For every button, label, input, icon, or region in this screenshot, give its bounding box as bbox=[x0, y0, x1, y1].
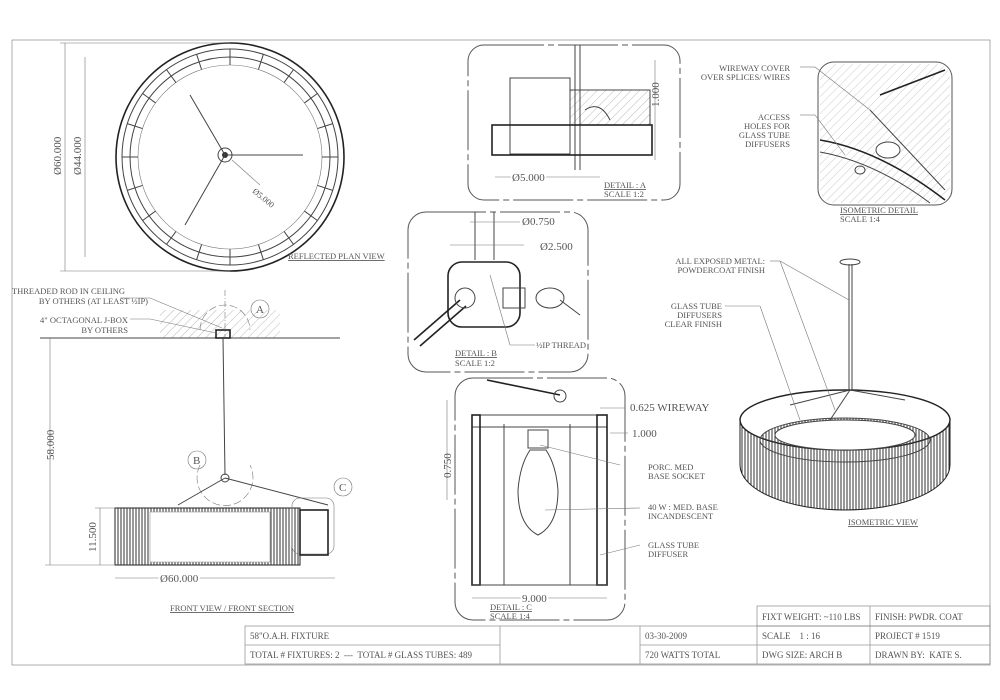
note-metal-2: POWDERCOAT FINISH bbox=[678, 265, 765, 275]
note-jbox-1: 4" OCTAGONAL J-BOX bbox=[40, 315, 128, 325]
fixture-name: 58"O.A.H. FIXTURE bbox=[250, 631, 330, 641]
callout-b: B bbox=[193, 455, 200, 467]
note-access-2: HOLES FOR bbox=[744, 121, 790, 131]
plan-rib bbox=[142, 93, 156, 104]
note-wireway-1: WIREWAY COVER bbox=[719, 63, 790, 73]
plan-rib bbox=[257, 244, 264, 260]
note-access-3: GLASS TUBE bbox=[739, 130, 790, 140]
front-view: A THREADED ROD IN CEILING BY OTHERS (AT … bbox=[12, 286, 353, 613]
callout-c: C bbox=[339, 482, 346, 494]
plan-rib bbox=[304, 210, 318, 221]
plan-rib bbox=[257, 54, 264, 70]
note-wireway-2: OVER SPLICES/ WIRES bbox=[701, 72, 790, 82]
note-socket-2: BASE SOCKET bbox=[648, 471, 706, 481]
plan-hub-dim: Ø5.000 bbox=[251, 186, 277, 210]
plan-rib bbox=[196, 54, 203, 70]
iso-detail-title: ISOMETRIC DETAIL bbox=[840, 205, 918, 215]
fixture-weight: FIXT WEIGHT: ~110 LBS bbox=[762, 612, 861, 622]
note-lamp-1: 40 W : MED. BASE bbox=[648, 502, 718, 512]
detail-a-title: DETAIL : A bbox=[604, 180, 647, 190]
note-access-4: DIFFUSERS bbox=[745, 139, 790, 149]
iso-view-title: ISOMETRIC VIEW bbox=[848, 517, 918, 527]
plan-rib bbox=[283, 69, 294, 83]
front-drum-dim: 11.500 bbox=[87, 522, 99, 552]
note-socket-1: PORC. MED bbox=[648, 462, 693, 472]
note-glass-1: GLASS TUBE bbox=[648, 540, 699, 550]
plan-inner-dim: Ø44.000 bbox=[72, 136, 84, 175]
note-lamp-2: INCANDESCENT bbox=[648, 511, 714, 521]
date: 03-30-2009 bbox=[645, 631, 687, 641]
note-iso-glass-2: DIFFUSERS bbox=[677, 310, 722, 320]
front-width-dim: Ø60.000 bbox=[160, 573, 199, 585]
note-iso-glass-1: GLASS TUBE bbox=[671, 301, 722, 311]
iso-detail-scale: SCALE 1:4 bbox=[840, 214, 881, 224]
detail-b-rod-dim: Ø0.750 bbox=[522, 216, 555, 228]
plan-rib bbox=[127, 184, 143, 191]
front-height-dim: 58.000 bbox=[45, 429, 57, 460]
scale: SCALE 1 : 16 bbox=[762, 631, 821, 641]
detail-a-dia-dim: Ø5.000 bbox=[512, 172, 545, 184]
detail-b-hub-dim: Ø2.500 bbox=[540, 241, 573, 253]
detail-b-thread-note: ½IP THREAD bbox=[536, 340, 586, 350]
plan-rib bbox=[142, 210, 156, 221]
note-metal-1: ALL EXPOSED METAL: bbox=[675, 256, 765, 266]
drawn-by: DRAWN BY: KATE S. bbox=[875, 650, 962, 660]
detail-c-scale: SCALE 1:4 bbox=[490, 611, 531, 621]
plan-rib bbox=[317, 184, 333, 191]
plan-view-title: REFLECTED PLAN VIEW bbox=[288, 251, 385, 261]
note-glass-2: DIFFUSER bbox=[648, 549, 688, 559]
detail-a: 1.000 Ø5.000 DETAIL : A SCALE 1:2 bbox=[467, 44, 681, 201]
detail-c-wireway-dim: 0.625 WIREWAY bbox=[630, 402, 710, 414]
front-view-title: FRONT VIEW / FRONT SECTION bbox=[170, 603, 294, 613]
detail-a-height-dim: 1.000 bbox=[650, 82, 662, 107]
plan-outer-dim: Ø60.000 bbox=[52, 136, 64, 175]
detail-a-scale: SCALE 1:2 bbox=[604, 189, 644, 199]
plan-rib bbox=[166, 69, 177, 83]
note-rod-2: BY OTHERS (AT LEAST ½IP) bbox=[39, 296, 148, 306]
title-block: FIXT WEIGHT: ~110 LBS FINISH: PWDR. COAT… bbox=[244, 605, 991, 665]
isometric-detail: WIREWAY COVER OVER SPLICES/ WIRES ACCESS… bbox=[701, 61, 953, 224]
plan-rib bbox=[304, 93, 318, 104]
detail-c: 0.625 WIREWAY 1.000 0.750 PORC. MED BASE… bbox=[442, 377, 718, 621]
note-iso-glass-3: CLEAR FINISH bbox=[665, 319, 722, 329]
plan-rib bbox=[166, 231, 177, 245]
detail-b-title: DETAIL : B bbox=[455, 348, 497, 358]
finish: FINISH: PWDR. COAT bbox=[875, 612, 963, 622]
detail-b-scale: SCALE 1:2 bbox=[455, 358, 495, 368]
note-rod-1: THREADED ROD IN CEILING bbox=[12, 286, 125, 296]
isometric-view: ALL EXPOSED METAL: POWDERCOAT FINISH GLA… bbox=[665, 256, 951, 527]
project-number: PROJECT # 1519 bbox=[875, 631, 940, 641]
totals: TOTAL # FIXTURES: 2 --- TOTAL # GLASS TU… bbox=[250, 650, 472, 660]
callout-a: A bbox=[256, 304, 264, 316]
plan-rib bbox=[283, 231, 294, 245]
detail-b: Ø0.750 Ø2.500 ½IP THREAD DETAIL : B SCAL… bbox=[407, 211, 589, 373]
note-jbox-2: BY OTHERS bbox=[81, 325, 128, 335]
plan-rib bbox=[127, 123, 143, 130]
detail-c-v-dim: 0.750 bbox=[442, 453, 454, 478]
plan-rib bbox=[196, 244, 203, 260]
note-access-1: ACCESS bbox=[758, 112, 790, 122]
plan-rib bbox=[317, 123, 333, 130]
detail-c-width-dim: 9.000 bbox=[522, 593, 547, 605]
sheet-border bbox=[11, 39, 991, 666]
detail-c-1-dim: 1.000 bbox=[632, 428, 657, 440]
reflected-plan-view: Ø5.000 Ø60.000 Ø44.000 REFLECTED PLAN VI… bbox=[52, 42, 385, 272]
dwg-size: DWG SIZE: ARCH B bbox=[762, 650, 842, 660]
watts-total: 720 WATTS TOTAL bbox=[645, 650, 720, 660]
detail-c-title: DETAIL : C bbox=[490, 602, 532, 612]
